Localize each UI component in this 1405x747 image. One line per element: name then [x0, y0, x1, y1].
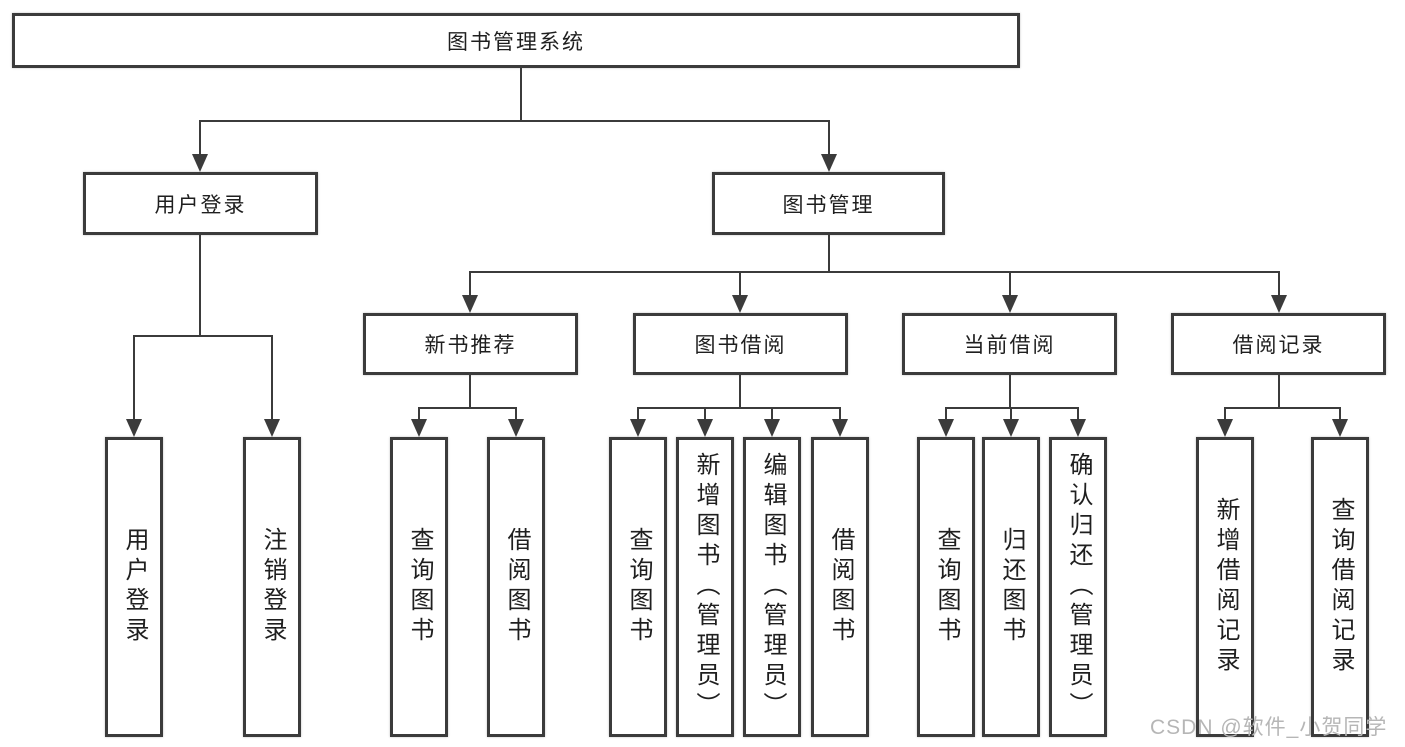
connector-drop-current-borrowing [1009, 271, 1011, 297]
down-arrowhead-icon [1003, 419, 1019, 437]
leaf-add-book-admin-label: 新增图书（管理员） [692, 452, 719, 722]
down-arrowhead-icon [697, 419, 713, 437]
node-new-book-recommend-label: 新书推荐 [424, 334, 517, 357]
down-arrowhead-icon [630, 419, 646, 437]
down-arrowhead-icon [264, 419, 280, 437]
down-arrowhead-icon [1217, 419, 1233, 437]
leaf-user-login-label: 用户登录 [121, 527, 148, 647]
leaf-confirm-return-admin-label: 确认归还（管理员） [1065, 452, 1092, 722]
down-arrowhead-icon [126, 419, 142, 437]
connector-drop [418, 407, 420, 421]
down-arrowhead-icon [411, 419, 427, 437]
connector-current-borrowing-rail [945, 407, 1079, 409]
connector-borrow-records-rail [1224, 407, 1340, 409]
leaf-confirm-return-admin: 确认归还（管理员） [1049, 437, 1107, 737]
down-arrowhead-icon [732, 295, 748, 313]
connector-book-borrowing-stem [739, 375, 741, 409]
leaf-edit-book-admin-label: 编辑图书（管理员） [759, 452, 786, 722]
leaf-borrow-books-borrowing-label: 借阅图书 [827, 527, 854, 647]
connector-drop [839, 407, 841, 421]
node-library-system-label: 图书管理系统 [447, 30, 585, 54]
down-arrowhead-icon [508, 419, 524, 437]
connector-drop-book-management [828, 120, 830, 156]
node-current-borrowing: 当前借阅 [902, 313, 1117, 375]
node-book-borrowing: 图书借阅 [633, 313, 848, 375]
connector-user-login-rail [133, 335, 273, 337]
connector-drop [637, 407, 639, 421]
connector-drop [704, 407, 706, 421]
connector-drop [771, 407, 773, 421]
leaf-add-borrow-record-label: 新增借阅记录 [1212, 497, 1239, 677]
leaf-return-book: 归还图书 [982, 437, 1040, 737]
down-arrowhead-icon [1002, 295, 1018, 313]
leaf-query-books-borrowing-label: 查询图书 [625, 527, 652, 647]
connector-drop-leaf-logout [271, 335, 273, 420]
leaf-query-books-borrowing: 查询图书 [609, 437, 667, 737]
down-arrowhead-icon [832, 419, 848, 437]
node-borrow-records: 借阅记录 [1171, 313, 1386, 375]
node-library-system: 图书管理系统 [12, 13, 1020, 68]
down-arrowhead-icon [1271, 295, 1287, 313]
leaf-add-book-admin: 新增图书（管理员） [676, 437, 734, 737]
node-book-borrowing-label: 图书借阅 [694, 334, 787, 357]
down-arrowhead-icon [938, 419, 954, 437]
down-arrowhead-icon [192, 154, 208, 172]
connector-root-stem [520, 68, 522, 122]
down-arrowhead-icon [821, 154, 837, 172]
leaf-query-borrow-record: 查询借阅记录 [1311, 437, 1369, 737]
leaf-logout: 注销登录 [243, 437, 301, 737]
node-current-borrowing-label: 当前借阅 [963, 334, 1056, 357]
connector-user-login-stem [199, 235, 201, 337]
leaf-query-books-recommend: 查询图书 [390, 437, 448, 737]
leaf-edit-book-admin: 编辑图书（管理员） [743, 437, 801, 737]
leaf-borrow-books-borrowing: 借阅图书 [811, 437, 869, 737]
down-arrowhead-icon [1332, 419, 1348, 437]
connector-drop-user-login [199, 120, 201, 156]
connector-borrow-records-stem [1278, 375, 1280, 409]
node-user-login: 用户登录 [83, 172, 318, 235]
connector-drop-leaf-user-login [133, 335, 135, 420]
node-new-book-recommend: 新书推荐 [363, 313, 578, 375]
leaf-query-books-current: 查询图书 [917, 437, 975, 737]
leaf-query-books-current-label: 查询图书 [933, 527, 960, 647]
leaf-borrow-books-recommend: 借阅图书 [487, 437, 545, 737]
down-arrowhead-icon [462, 295, 478, 313]
connector-drop-new-book-recommend [469, 271, 471, 297]
connector-drop [1010, 407, 1012, 421]
connector-new-book-recommend-rail [418, 407, 517, 409]
connector-drop [515, 407, 517, 421]
down-arrowhead-icon [764, 419, 780, 437]
leaf-user-login: 用户登录 [105, 437, 163, 737]
node-book-management: 图书管理 [712, 172, 945, 235]
connector-new-book-recommend-stem [469, 375, 471, 409]
node-book-management-label: 图书管理 [782, 193, 875, 217]
connector-drop-book-borrowing [739, 271, 741, 297]
leaf-borrow-books-recommend-label: 借阅图书 [503, 527, 530, 647]
csdn-watermark: CSDN @软件_小贺同学 [1150, 716, 1388, 739]
down-arrowhead-icon [1070, 419, 1086, 437]
leaf-query-borrow-record-label: 查询借阅记录 [1327, 497, 1354, 677]
connector-drop-borrow-records [1278, 271, 1280, 297]
connector-root-rail [199, 120, 830, 122]
leaf-query-books-recommend-label: 查询图书 [406, 527, 433, 647]
connector-book-management-rail [469, 271, 1280, 273]
connector-book-management-stem [828, 235, 830, 273]
connector-drop [1077, 407, 1079, 421]
leaf-add-borrow-record: 新增借阅记录 [1196, 437, 1254, 737]
connector-drop [1339, 407, 1341, 421]
connector-drop [945, 407, 947, 421]
connector-drop [1224, 407, 1226, 421]
node-borrow-records-label: 借阅记录 [1232, 334, 1325, 357]
connector-book-borrowing-rail [637, 407, 841, 409]
leaf-logout-label: 注销登录 [259, 527, 286, 647]
connector-current-borrowing-stem [1009, 375, 1011, 409]
leaf-return-book-label: 归还图书 [998, 527, 1025, 647]
node-user-login-label: 用户登录 [154, 193, 247, 217]
